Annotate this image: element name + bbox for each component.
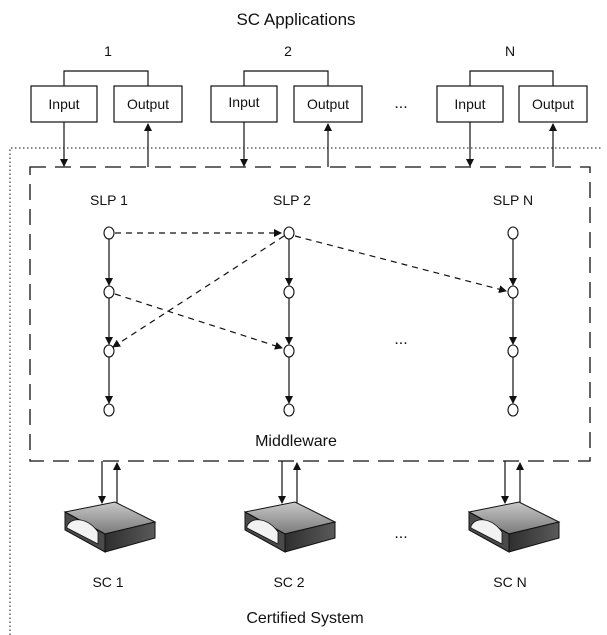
flow-slp2-to-slpn xyxy=(294,235,507,294)
sc-n-device-icon xyxy=(467,501,561,553)
slp-2-label: SLP 2 xyxy=(273,192,311,208)
application-n-bracket xyxy=(469,70,554,91)
application-1-input-label: Input xyxy=(48,96,79,112)
slp-n-chain xyxy=(507,226,519,417)
slp-n-node xyxy=(507,285,519,299)
certified-system-boundary xyxy=(9,147,603,635)
flow-slp1-to-slp2 xyxy=(114,293,283,350)
certified-system-label: Certified System xyxy=(246,610,363,627)
slp-1-node xyxy=(103,344,115,358)
slp-1-label: SLP 1 xyxy=(90,192,128,208)
application-n-label: N xyxy=(505,43,515,59)
slp-n-label: SLP N xyxy=(493,192,533,208)
slp-2-chain xyxy=(283,226,295,417)
sc-ellipsis: ... xyxy=(394,525,407,542)
slp-2-node xyxy=(283,226,295,240)
sc-2-device-icon xyxy=(243,501,337,553)
application-2-input-label: Input xyxy=(228,94,259,110)
middleware-label: Middleware xyxy=(255,433,337,450)
application-1: 1 Input Output xyxy=(30,43,183,123)
slp-2-node xyxy=(283,344,295,358)
application-1-output-box xyxy=(113,85,183,123)
applications-ellipsis: ... xyxy=(394,95,407,112)
middleware-boundary xyxy=(29,166,591,462)
application-n-output-label: Output xyxy=(532,96,574,112)
sc-n-label: SC N xyxy=(493,574,526,590)
slps-ellipsis: ... xyxy=(394,331,407,348)
slp-1-node xyxy=(103,403,115,417)
application-1-label: 1 xyxy=(104,43,112,59)
application-1-output-label: Output xyxy=(127,96,169,112)
application-2-input-box xyxy=(210,85,278,123)
application-n-input-label: Input xyxy=(454,96,485,112)
application-n: N Input Output xyxy=(436,43,588,123)
application-2-bracket xyxy=(243,70,329,91)
slp-n-node xyxy=(507,344,519,358)
title: SC Applications xyxy=(236,10,355,29)
slp-1-chain xyxy=(103,226,115,417)
slp-2-node xyxy=(283,285,295,299)
slp-1-node xyxy=(103,285,115,299)
application-n-output-box xyxy=(518,85,588,123)
slp-n-node xyxy=(507,226,519,240)
application-2-output-box xyxy=(293,85,363,123)
sc-1-label: SC 1 xyxy=(92,574,123,590)
sc-2-label: SC 2 xyxy=(273,574,304,590)
slp-1-node xyxy=(103,226,115,240)
sc-1-device-icon xyxy=(63,501,157,553)
application-2-label: 2 xyxy=(284,43,292,59)
application-1-bracket xyxy=(63,70,149,91)
flow-slp2-to-slp1 xyxy=(112,235,285,348)
application-2: 2 Input Output xyxy=(210,43,363,123)
slp-n-node xyxy=(507,403,519,417)
slp-2-node xyxy=(283,403,295,417)
application-2-output-label: Output xyxy=(307,96,349,112)
